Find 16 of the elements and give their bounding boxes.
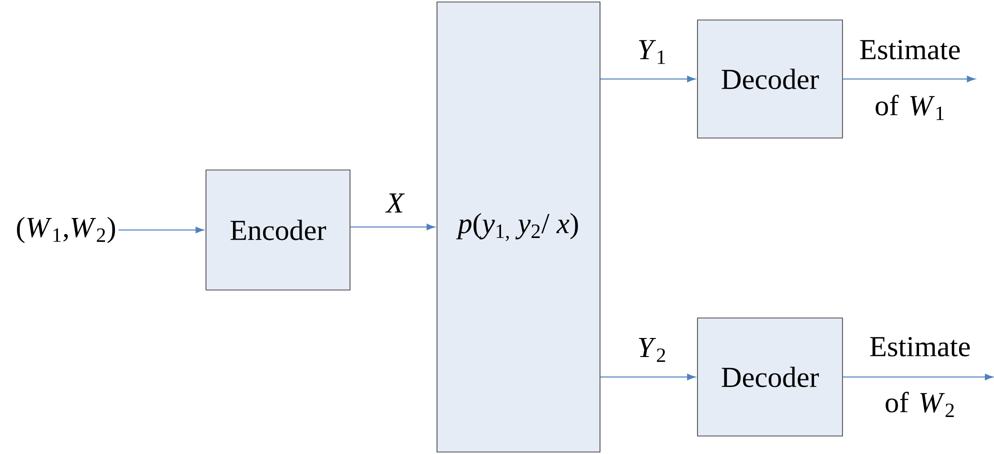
edge-label: X <box>385 194 405 212</box>
encoder-box: Encoder <box>206 170 350 290</box>
arrow <box>350 224 435 230</box>
arrow <box>600 76 696 82</box>
edge-label: Y$_{1}$ <box>638 40 665 64</box>
edge-label: Estimate of W$_{1}$ <box>860 40 960 120</box>
arrow <box>842 374 994 380</box>
decoder-box: Decoder <box>697 20 843 138</box>
arrow <box>600 374 696 380</box>
decoder-box: Decoder <box>697 318 843 436</box>
arrow <box>842 76 976 82</box>
arrow <box>118 226 204 234</box>
edge-label: Y$_{2}$ <box>638 338 666 362</box>
channel-box: p(y$_{1,}$ y$_{2}$/ x) <box>436 2 600 452</box>
input-label: (W$_{1}$,W$_{2}$) <box>17 216 115 244</box>
edge-label: Estimate of W$_{2}$ <box>870 336 970 418</box>
